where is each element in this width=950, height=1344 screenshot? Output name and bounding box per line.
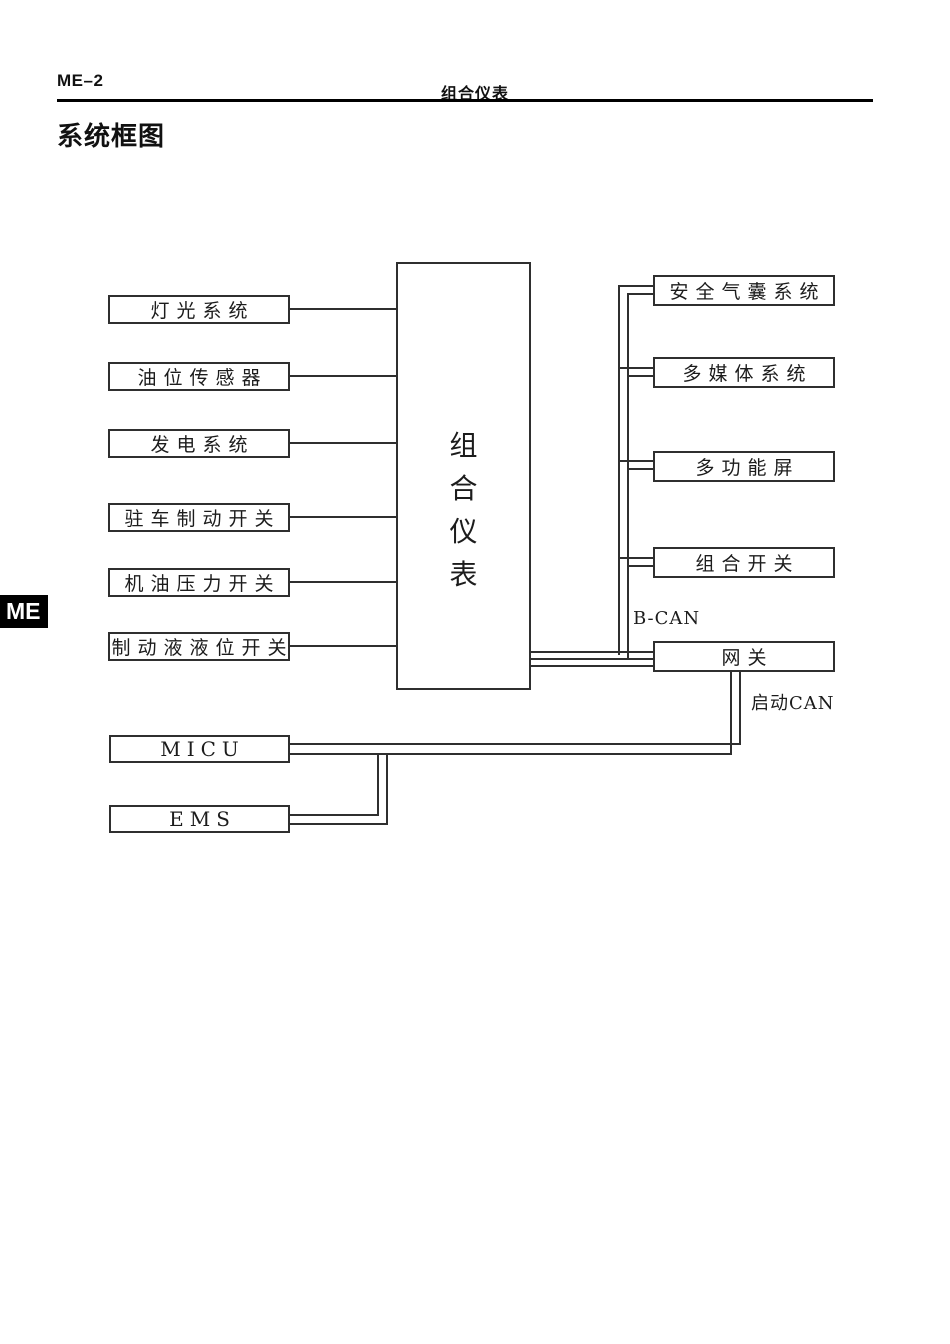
ems-branch-right xyxy=(386,753,388,825)
node-charging-system: 发电系统 xyxy=(108,429,290,458)
node-airbag-system: 安全气囊系统 xyxy=(653,275,835,306)
b-can-bus-line-left xyxy=(618,285,620,655)
wire-lighting-to-cluster xyxy=(290,308,396,310)
ems-stub-upper xyxy=(290,814,379,816)
stub-airbag-lower xyxy=(627,293,653,295)
wire-fuel-sensor-to-cluster xyxy=(290,375,396,377)
stub-multimedia-lower xyxy=(627,375,653,377)
header-rule xyxy=(57,99,873,102)
cluster-gateway-bus-line-2 xyxy=(531,658,653,660)
node-oil-pressure-switch: 机油压力开关 xyxy=(108,568,290,597)
b-can-bus-label: B-CAN xyxy=(633,608,701,629)
wire-brake-fluid-to-cluster xyxy=(290,645,396,647)
node-micu: MICU xyxy=(109,735,290,763)
start-can-gateway-drop-left xyxy=(730,671,732,755)
node-instrument-cluster: 组合仪表 xyxy=(396,262,531,690)
node-gateway: 网关 xyxy=(653,641,835,672)
wire-charging-to-cluster xyxy=(290,442,396,444)
node-parking-brake-switch: 驻车制动开关 xyxy=(108,503,290,532)
chapter-tab: ME xyxy=(0,595,48,628)
stub-multimedia-upper xyxy=(618,367,653,369)
stub-combination-switch-lower xyxy=(627,565,653,567)
ems-branch-left xyxy=(377,753,379,816)
chapter-title: 组合仪表 xyxy=(440,86,509,103)
stub-combination-switch-upper xyxy=(618,557,653,559)
wire-oil-pressure-to-cluster xyxy=(290,581,396,583)
stub-multifunction-upper xyxy=(618,460,653,462)
start-can-bus-lower xyxy=(290,753,732,755)
ems-stub-lower xyxy=(290,823,388,825)
node-multimedia-system: 多媒体系统 xyxy=(653,357,835,388)
page-code: ME–2 xyxy=(57,71,104,90)
wire-parking-brake-to-cluster xyxy=(290,516,396,518)
b-can-bus-line-right xyxy=(627,293,629,660)
instrument-cluster-label: 组合仪表 xyxy=(449,429,478,591)
cluster-gateway-bus-line-3 xyxy=(531,665,653,667)
page-title: 系统框图 xyxy=(57,121,166,151)
node-combination-switch: 组合开关 xyxy=(653,547,835,578)
stub-multifunction-lower xyxy=(627,468,653,470)
start-can-bus-upper xyxy=(290,743,741,745)
stub-airbag-upper xyxy=(618,285,653,287)
cluster-gateway-bus-line-1 xyxy=(531,651,653,653)
start-can-gateway-drop-right xyxy=(739,671,741,745)
node-lighting-system: 灯光系统 xyxy=(108,295,290,324)
node-ems: EMS xyxy=(109,805,290,833)
node-fuel-level-sensor: 油位传感器 xyxy=(108,362,290,391)
node-brake-fluid-level-switch: 制动液液位开关 xyxy=(108,632,290,661)
start-can-bus-label: 启动CAN xyxy=(751,693,835,714)
node-multifunction-display: 多功能屏 xyxy=(653,451,835,482)
